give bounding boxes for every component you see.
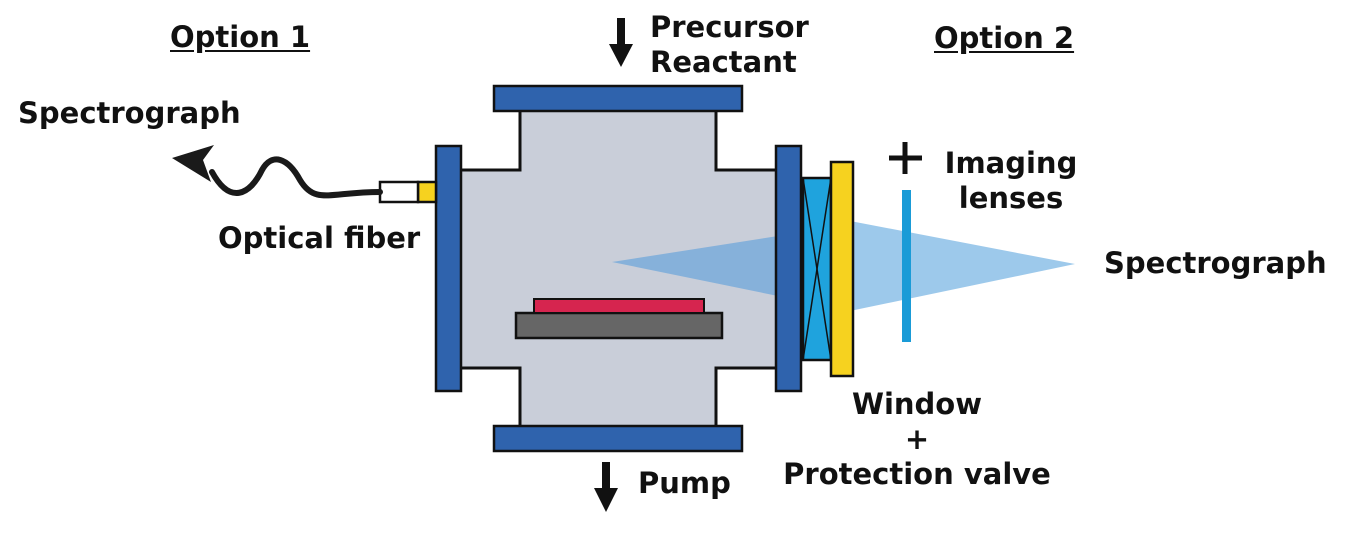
protection-valve — [829, 160, 855, 378]
lenses-label: lenses — [958, 181, 1064, 215]
light-beam-inner — [612, 236, 778, 296]
precursor-arrow-head — [609, 44, 633, 67]
substrate-holder — [514, 311, 724, 340]
pump-arrow-shaft — [602, 462, 610, 490]
right-flange — [774, 144, 803, 393]
precursor-arrow-shaft — [617, 18, 625, 46]
fiber-connector-yellow — [416, 180, 438, 204]
left-flange — [434, 144, 463, 393]
spectrograph-right-label: Spectrograph — [1104, 246, 1327, 280]
imaging-lens — [902, 190, 911, 342]
fiber-connector-white — [378, 180, 420, 204]
reactant-label: Reactant — [650, 45, 797, 79]
optical-fiber-label: Optical fiber — [218, 221, 421, 255]
spectrograph-left-label: Spectrograph — [18, 96, 241, 130]
window-cross-2 — [802, 177, 832, 361]
top-flange — [492, 84, 744, 113]
fiber-arrow-head — [172, 145, 214, 182]
pump-arrow-head — [594, 488, 618, 512]
optical-fiber-cable — [209, 156, 383, 199]
pump-label: Pump — [638, 466, 731, 500]
option-1-title: Option 1 — [170, 20, 311, 54]
imaging-label: Imaging — [944, 146, 1078, 180]
substrate — [533, 298, 705, 314]
bottom-flange — [492, 424, 744, 453]
precursor-label: Precursor — [650, 10, 809, 44]
plus-label: + — [904, 422, 930, 456]
option-2-title: Option 2 — [934, 21, 1075, 55]
window-label: Window — [851, 387, 983, 421]
protection-valve-label: Protection valve — [783, 457, 1051, 491]
